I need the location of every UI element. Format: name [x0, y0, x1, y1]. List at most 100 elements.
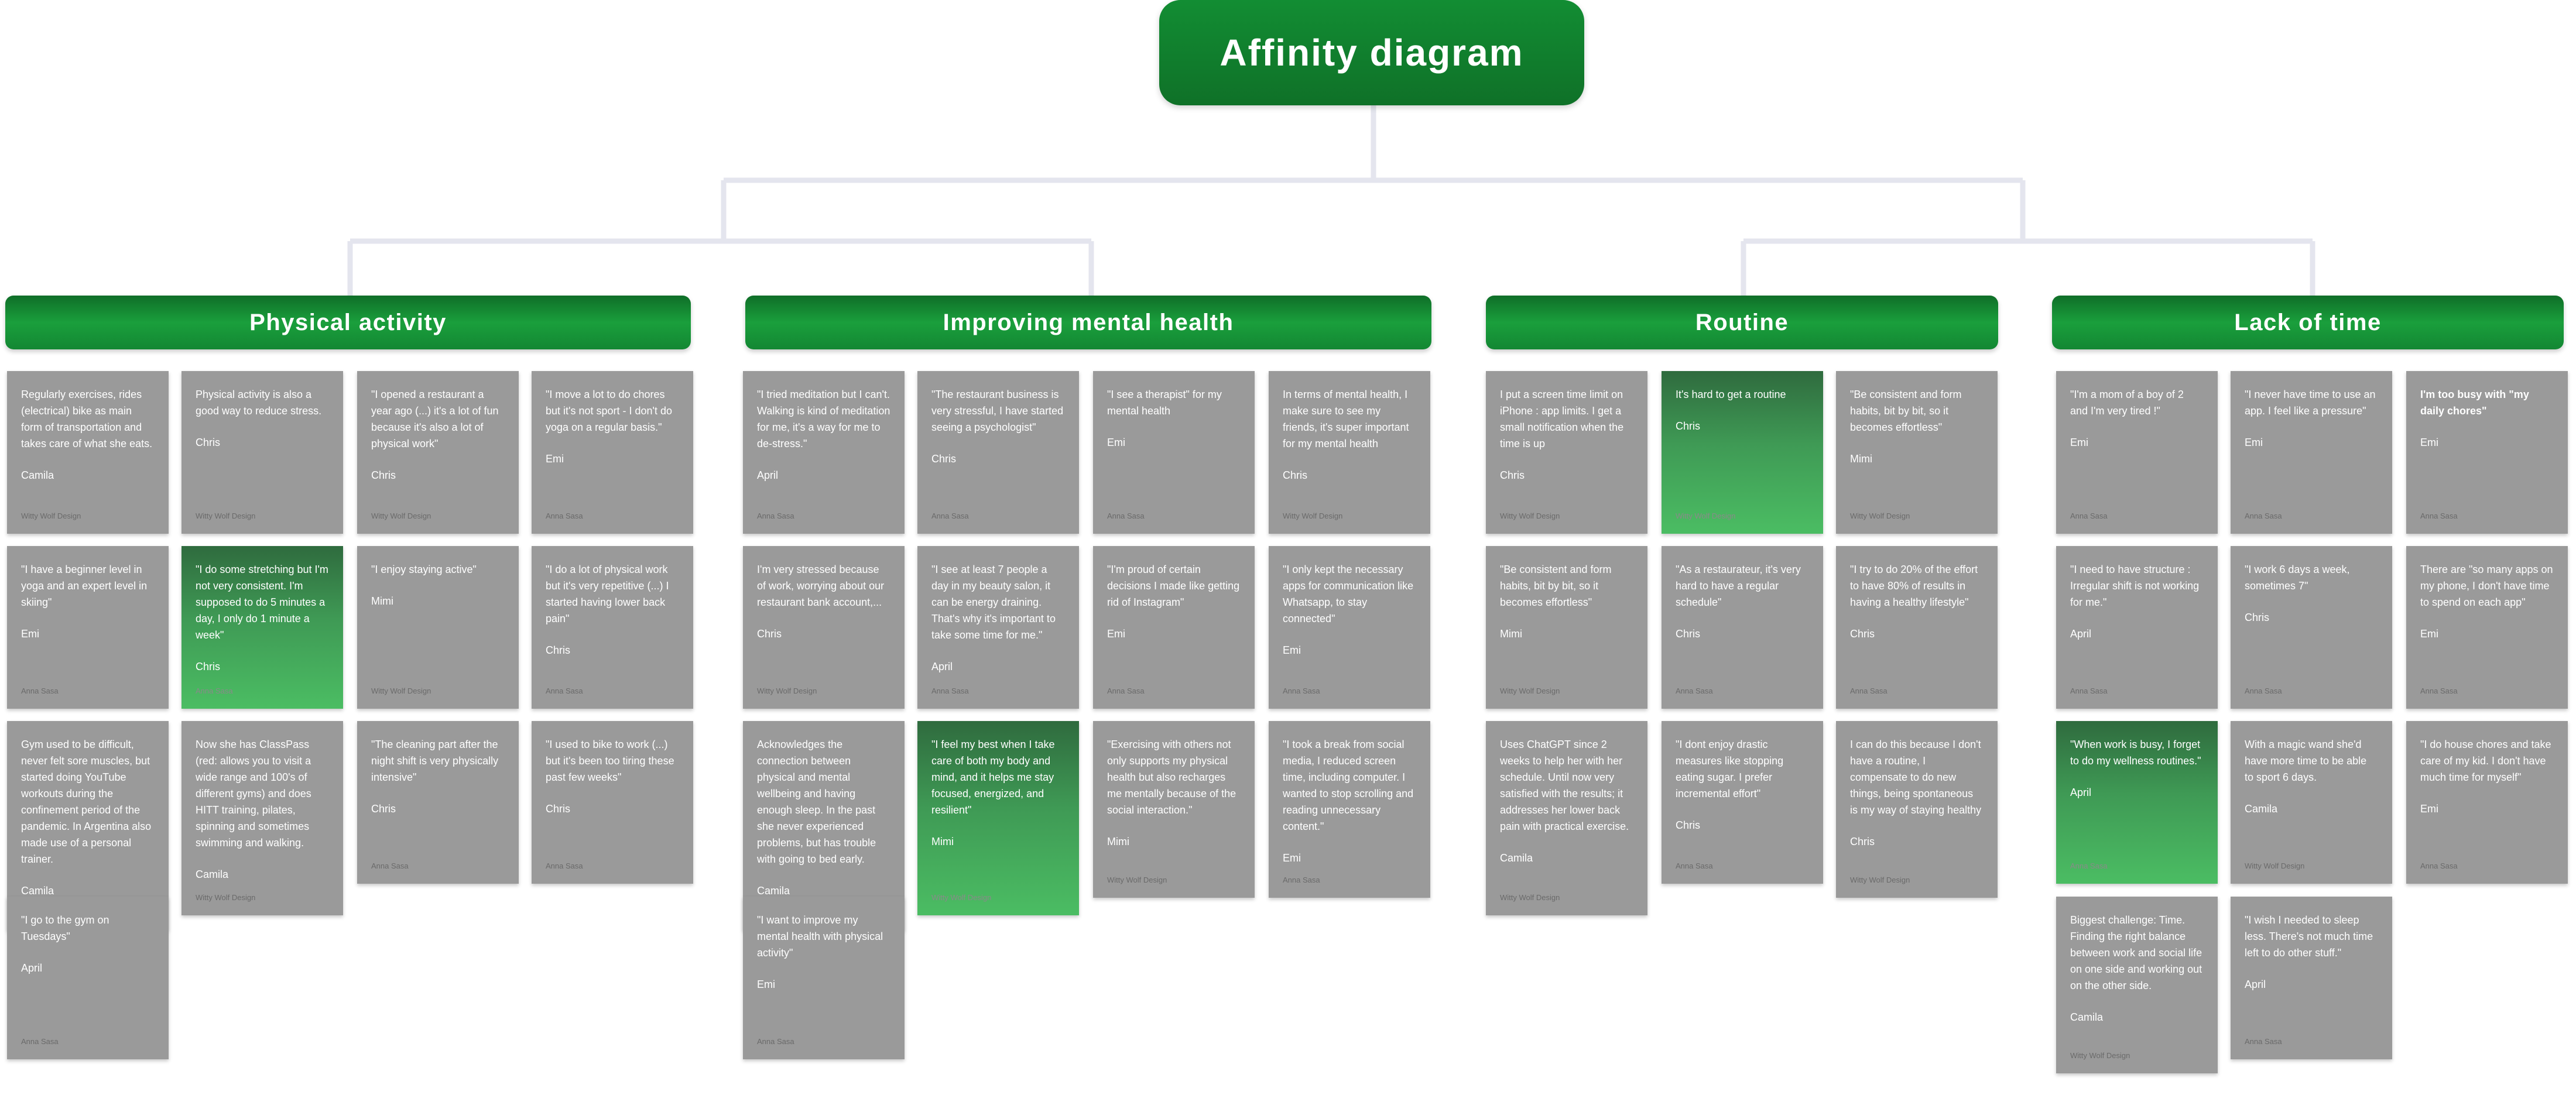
- sticky-note[interactable]: "I never have time to use an app. I feel…: [2231, 371, 2392, 534]
- note-text: "I tried meditation but I can't. Walking…: [757, 389, 890, 449]
- category-header-physical-activity: Physical activity: [5, 296, 691, 349]
- note-credit: Anna Sasa: [2070, 686, 2108, 695]
- sticky-note[interactable]: "I only kept the necessary apps for comm…: [1269, 546, 1430, 709]
- sticky-note[interactable]: "As a restaurateur, it's very hard to ha…: [1662, 546, 1823, 709]
- sticky-note[interactable]: Regularly exercises, rides (electrical) …: [7, 371, 169, 534]
- note-author: Emi: [2420, 628, 2438, 640]
- note-credit: Witty Wolf Design: [1107, 876, 1167, 884]
- note-text: "I took a break from social media, I red…: [1283, 739, 1414, 832]
- sticky-note[interactable]: "Exercising with others not only support…: [1093, 721, 1255, 898]
- sticky-note[interactable]: With a magic wand she'd have more time t…: [2231, 721, 2392, 884]
- note-text: "When work is busy, I forget to do my we…: [2070, 739, 2201, 767]
- note-text: "I used to bike to work (...) but it's b…: [546, 739, 674, 783]
- sticky-note[interactable]: "I do a lot of physical work but it's ve…: [532, 546, 693, 709]
- note-text: "The restaurant business is very stressf…: [931, 389, 1064, 433]
- note-credit: Anna Sasa: [2420, 686, 2458, 695]
- sticky-note[interactable]: "I opened a restaurant a year ago (...) …: [357, 371, 519, 534]
- note-credit: Witty Wolf Design: [931, 893, 992, 902]
- note-text: "I feel my best when I take care of both…: [931, 739, 1055, 816]
- note-text: "I move a lot to do chores but it's not …: [546, 389, 672, 433]
- note-text: "I never have time to use an app. I feel…: [2245, 389, 2376, 417]
- sticky-note[interactable]: There are "so many apps on my phone, I d…: [2406, 546, 2568, 709]
- note-author: Emi: [1283, 852, 1301, 864]
- sticky-note[interactable]: "I wish I needed to sleep less. There's …: [2231, 897, 2392, 1059]
- note-text: "I see at least 7 people a day in my bea…: [931, 564, 1056, 641]
- note-credit: Witty Wolf Design: [1283, 512, 1343, 520]
- note-text: Gym used to be difficult, never felt sor…: [21, 739, 152, 865]
- note-author: Chris: [371, 803, 396, 815]
- sticky-note[interactable]: "I need to have structure : Irregular sh…: [2056, 546, 2218, 709]
- note-credit: Anna Sasa: [1850, 686, 1888, 695]
- sticky-note[interactable]: I'm very stressed because of work, worry…: [743, 546, 905, 709]
- note-credit: Anna Sasa: [931, 512, 969, 520]
- sticky-note[interactable]: Uses ChatGPT since 2 weeks to help her w…: [1486, 721, 1647, 915]
- sticky-note[interactable]: "I want to improve my mental health with…: [743, 897, 905, 1059]
- note-credit: Anna Sasa: [757, 512, 794, 520]
- note-text: "I have a beginner level in yoga and an …: [21, 564, 148, 608]
- note-text: Regularly exercises, rides (electrical) …: [21, 389, 153, 449]
- note-credit: Witty Wolf Design: [371, 512, 431, 520]
- note-author: Chris: [2245, 612, 2270, 623]
- sticky-note[interactable]: "I have a beginner level in yoga and an …: [7, 546, 169, 709]
- note-author: Chris: [1850, 628, 1875, 640]
- sticky-note[interactable]: "I'm proud of certain decisions I made l…: [1093, 546, 1255, 709]
- sticky-note[interactable]: "I used to bike to work (...) but it's b…: [532, 721, 693, 884]
- sticky-note[interactable]: "I took a break from social media, I red…: [1269, 721, 1430, 898]
- note-author: Chris: [1676, 420, 1701, 432]
- sticky-note[interactable]: "Be consistent and form habits, bit by b…: [1486, 546, 1647, 709]
- note-credit: Anna Sasa: [1107, 686, 1145, 695]
- sticky-note[interactable]: Now she has ClassPass (red: allows you t…: [181, 721, 343, 915]
- sticky-note[interactable]: "The cleaning part after the night shift…: [357, 721, 519, 884]
- sticky-note[interactable]: "I try to do 20% of the effort to have 8…: [1836, 546, 1998, 709]
- note-author: Chris: [1283, 469, 1308, 481]
- note-author: Emi: [1283, 644, 1301, 656]
- note-author: Chris: [1676, 819, 1701, 831]
- sticky-note[interactable]: "I work 6 days a week, sometimes 7"Chris…: [2231, 546, 2392, 709]
- sticky-note[interactable]: "I tried meditation but I can't. Walking…: [743, 371, 905, 534]
- sticky-note[interactable]: "I do some stretching but I'm not very c…: [181, 546, 343, 709]
- sticky-note[interactable]: "I do house chores and take care of my k…: [2406, 721, 2568, 884]
- note-author: Camila: [2070, 1011, 2104, 1023]
- note-author: Chris: [1676, 628, 1701, 640]
- note-author: April: [757, 469, 779, 481]
- sticky-note[interactable]: "I'm a mom of a boy of 2 and I'm very ti…: [2056, 371, 2218, 534]
- sticky-note[interactable]: "I see a therapist" for my mental health…: [1093, 371, 1255, 534]
- note-credit: Witty Wolf Design: [1500, 686, 1560, 695]
- sticky-note[interactable]: Biggest challenge: Time. Finding the rig…: [2056, 897, 2218, 1073]
- sticky-note[interactable]: "I dont enjoy drastic measures like stop…: [1662, 721, 1823, 884]
- note-text: "I do a lot of physical work but it's ve…: [546, 564, 669, 624]
- sticky-note[interactable]: "Be consistent and form habits, bit by b…: [1836, 371, 1998, 534]
- note-text: I put a screen time limit on iPhone : ap…: [1500, 389, 1624, 449]
- sticky-note[interactable]: I can do this because I don't have a rou…: [1836, 721, 1998, 898]
- note-text: I'm very stressed because of work, worry…: [757, 564, 885, 608]
- note-credit: Anna Sasa: [1283, 686, 1320, 695]
- note-text: "I do house chores and take care of my k…: [2420, 739, 2551, 783]
- note-credit: Anna Sasa: [1676, 686, 1713, 695]
- sticky-note[interactable]: "When work is busy, I forget to do my we…: [2056, 721, 2218, 884]
- sticky-note[interactable]: "I see at least 7 people a day in my bea…: [917, 546, 1079, 709]
- sticky-note[interactable]: "I move a lot to do chores but it's not …: [532, 371, 693, 534]
- note-author: Chris: [757, 628, 782, 640]
- note-credit: Witty Wolf Design: [1850, 876, 1910, 884]
- sticky-note[interactable]: Physical activity is also a good way to …: [181, 371, 343, 534]
- note-author: Chris: [546, 803, 571, 815]
- sticky-note[interactable]: In terms of mental health, I make sure t…: [1269, 371, 1430, 534]
- note-text: "Be consistent and form habits, bit by b…: [1850, 389, 1962, 433]
- note-author: Emi: [21, 628, 39, 640]
- sticky-note[interactable]: "I feel my best when I take care of both…: [917, 721, 1079, 915]
- note-credit: Anna Sasa: [21, 686, 59, 695]
- sticky-note[interactable]: "The restaurant business is very stressf…: [917, 371, 1079, 534]
- note-text: I'm too busy with "my daily chores": [2420, 389, 2529, 417]
- sticky-note[interactable]: Acknowledges the connection between phys…: [743, 721, 905, 931]
- note-text: "I'm a mom of a boy of 2 and I'm very ti…: [2070, 389, 2184, 417]
- note-credit: Anna Sasa: [21, 1037, 59, 1046]
- category-header-routine: Routine: [1486, 296, 1998, 349]
- note-text: "I see a therapist" for my mental health: [1107, 389, 1222, 417]
- sticky-note[interactable]: I put a screen time limit on iPhone : ap…: [1486, 371, 1647, 534]
- note-text: "Be consistent and form habits, bit by b…: [1500, 564, 1612, 608]
- note-credit: Anna Sasa: [371, 861, 409, 870]
